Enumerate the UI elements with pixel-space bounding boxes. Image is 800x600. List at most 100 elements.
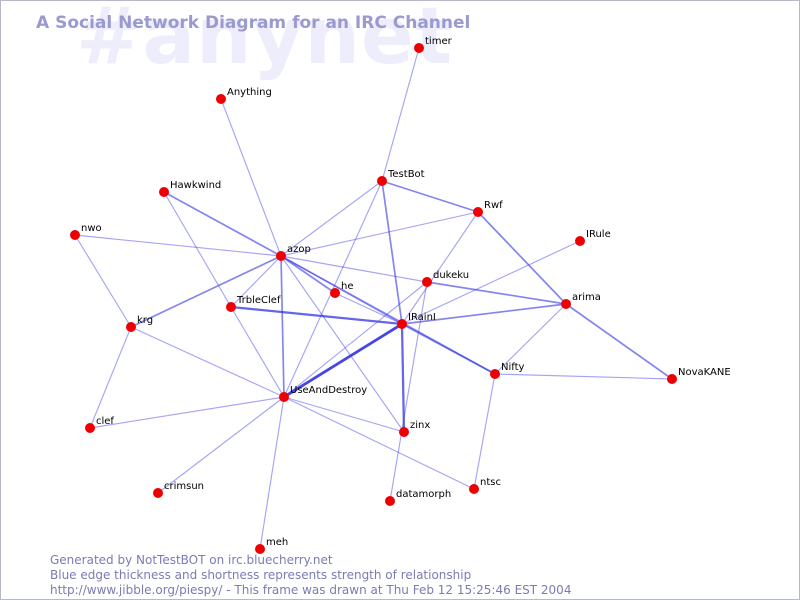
node-arima: arima bbox=[561, 292, 601, 309]
edge-Rwf-arima bbox=[477, 211, 567, 305]
node-label: TrbleClef bbox=[236, 295, 281, 306]
node-label: arima bbox=[572, 292, 601, 303]
edge-IRule-IRainI bbox=[401, 240, 581, 325]
edge-TrbleClef-UseAndDestroy bbox=[230, 306, 285, 398]
node-timer: timer bbox=[414, 36, 453, 53]
edge-azop-he bbox=[280, 255, 336, 294]
node-TrbleClef: TrbleClef bbox=[226, 295, 281, 312]
edge-azop-dukeku bbox=[280, 255, 428, 283]
footer-generated-by: Generated by NotTestBOT on irc.bluecherr… bbox=[50, 553, 333, 567]
node-dot bbox=[667, 374, 677, 384]
node-dot bbox=[469, 484, 479, 494]
node-dot bbox=[490, 369, 500, 379]
node-clef: clef bbox=[85, 416, 114, 433]
edge-dukeku-arima bbox=[426, 281, 567, 305]
edge-UseAndDestroy-crimsun bbox=[157, 396, 285, 494]
node-dot bbox=[126, 322, 136, 332]
node-krg: krg bbox=[126, 315, 153, 332]
node-label: Anything bbox=[227, 87, 272, 98]
node-dot bbox=[153, 488, 163, 498]
node-dot bbox=[399, 427, 409, 437]
edge-IRainI-UseAndDestroy bbox=[282, 322, 404, 399]
edge-UseAndDestroy-ntsc bbox=[283, 396, 475, 490]
node-label: Rwf bbox=[484, 200, 503, 211]
edge-UseAndDestroy-zinx bbox=[283, 396, 405, 433]
edge-Anything-azop bbox=[220, 98, 282, 257]
edge-arima-Nifty bbox=[494, 303, 567, 375]
channel-watermark: #anynet bbox=[76, 0, 454, 82]
node-IRule: IRule bbox=[575, 229, 611, 246]
node-dot bbox=[70, 230, 80, 240]
edge-arima-NovaKANE bbox=[565, 303, 673, 380]
edge-dukeku-datamorph bbox=[389, 281, 428, 502]
edge-IRainI-Nifty bbox=[401, 323, 496, 375]
node-label: UseAndDestroy bbox=[290, 385, 367, 396]
node-Hawkwind: Hawkwind bbox=[159, 180, 221, 197]
edge-layer bbox=[74, 47, 673, 550]
node-dot bbox=[473, 207, 483, 217]
node-dot bbox=[575, 236, 585, 246]
node-IRainI: IRainI bbox=[397, 312, 436, 329]
node-dot bbox=[216, 94, 226, 104]
node-dot bbox=[85, 423, 95, 433]
node-layer: timerAnythingTestBotHawkwindRwfnwoIRulea… bbox=[70, 36, 731, 554]
edge-arima-IRainI bbox=[401, 303, 567, 325]
node-azop: azop bbox=[276, 244, 311, 261]
node-datamorph: datamorph bbox=[385, 489, 451, 506]
edge-TestBot-Rwf bbox=[381, 180, 479, 213]
node-dot bbox=[255, 544, 265, 554]
node-dukeku: dukeku bbox=[422, 270, 469, 287]
node-label: Nifty bbox=[501, 362, 525, 373]
edge-TrbleClef-IRainI bbox=[229, 305, 404, 326]
edge-Nifty-ntsc bbox=[473, 373, 496, 490]
edge-UseAndDestroy-meh bbox=[259, 396, 285, 550]
node-meh: meh bbox=[255, 537, 288, 554]
node-label: meh bbox=[266, 537, 288, 548]
node-dot bbox=[414, 43, 424, 53]
node-dot bbox=[330, 288, 340, 298]
node-dot bbox=[226, 302, 236, 312]
diagram-title: A Social Network Diagram for an IRC Chan… bbox=[36, 13, 471, 33]
node-Anything: Anything bbox=[216, 87, 272, 104]
edge-azop-TrbleClef bbox=[230, 255, 282, 308]
node-dot bbox=[385, 496, 395, 506]
node-label: zinx bbox=[410, 420, 430, 431]
node-dot bbox=[397, 319, 407, 329]
edge-Rwf-IRainI bbox=[401, 211, 479, 325]
edge-dukeku-UseAndDestroy bbox=[283, 281, 428, 398]
edge-krg-clef bbox=[89, 326, 132, 429]
edge-Nifty-NovaKANE bbox=[494, 373, 673, 380]
edge-IRainI-zinx bbox=[400, 322, 406, 434]
edge-azop-krg bbox=[130, 255, 282, 328]
node-label: dukeku bbox=[433, 270, 469, 281]
node-dot bbox=[561, 299, 571, 309]
node-dot bbox=[422, 277, 432, 287]
node-label: TestBot bbox=[387, 169, 425, 180]
node-label: krg bbox=[137, 315, 153, 326]
edge-Hawkwind-TrbleClef bbox=[163, 191, 232, 308]
node-dot bbox=[279, 392, 289, 402]
footer-source-link[interactable]: http://www.jibble.org/piespy/ - This fra… bbox=[50, 583, 572, 597]
node-ntsc: ntsc bbox=[469, 477, 501, 494]
edge-UseAndDestroy-clef bbox=[89, 396, 285, 429]
node-label: IRule bbox=[586, 229, 611, 240]
node-TestBot: TestBot bbox=[377, 169, 425, 186]
edge-timer-TestBot bbox=[381, 47, 420, 182]
edge-he-IRainI bbox=[334, 292, 403, 325]
node-dot bbox=[377, 176, 387, 186]
node-label: Hawkwind bbox=[170, 180, 221, 191]
node-UseAndDestroy: UseAndDestroy bbox=[279, 385, 367, 402]
node-NovaKANE: NovaKANE bbox=[667, 367, 731, 384]
node-label: timer bbox=[425, 36, 453, 47]
edge-TestBot-azop bbox=[280, 180, 383, 257]
node-label: IRainI bbox=[408, 312, 436, 323]
edge-azop-zinx bbox=[280, 255, 405, 433]
node-dot bbox=[276, 251, 286, 261]
node-label: ntsc bbox=[480, 477, 501, 488]
edge-Hawkwind-azop bbox=[163, 191, 282, 257]
node-label: crimsun bbox=[164, 481, 204, 492]
node-dot bbox=[159, 187, 169, 197]
node-label: datamorph bbox=[396, 489, 451, 500]
edge-krg-UseAndDestroy bbox=[130, 326, 285, 398]
